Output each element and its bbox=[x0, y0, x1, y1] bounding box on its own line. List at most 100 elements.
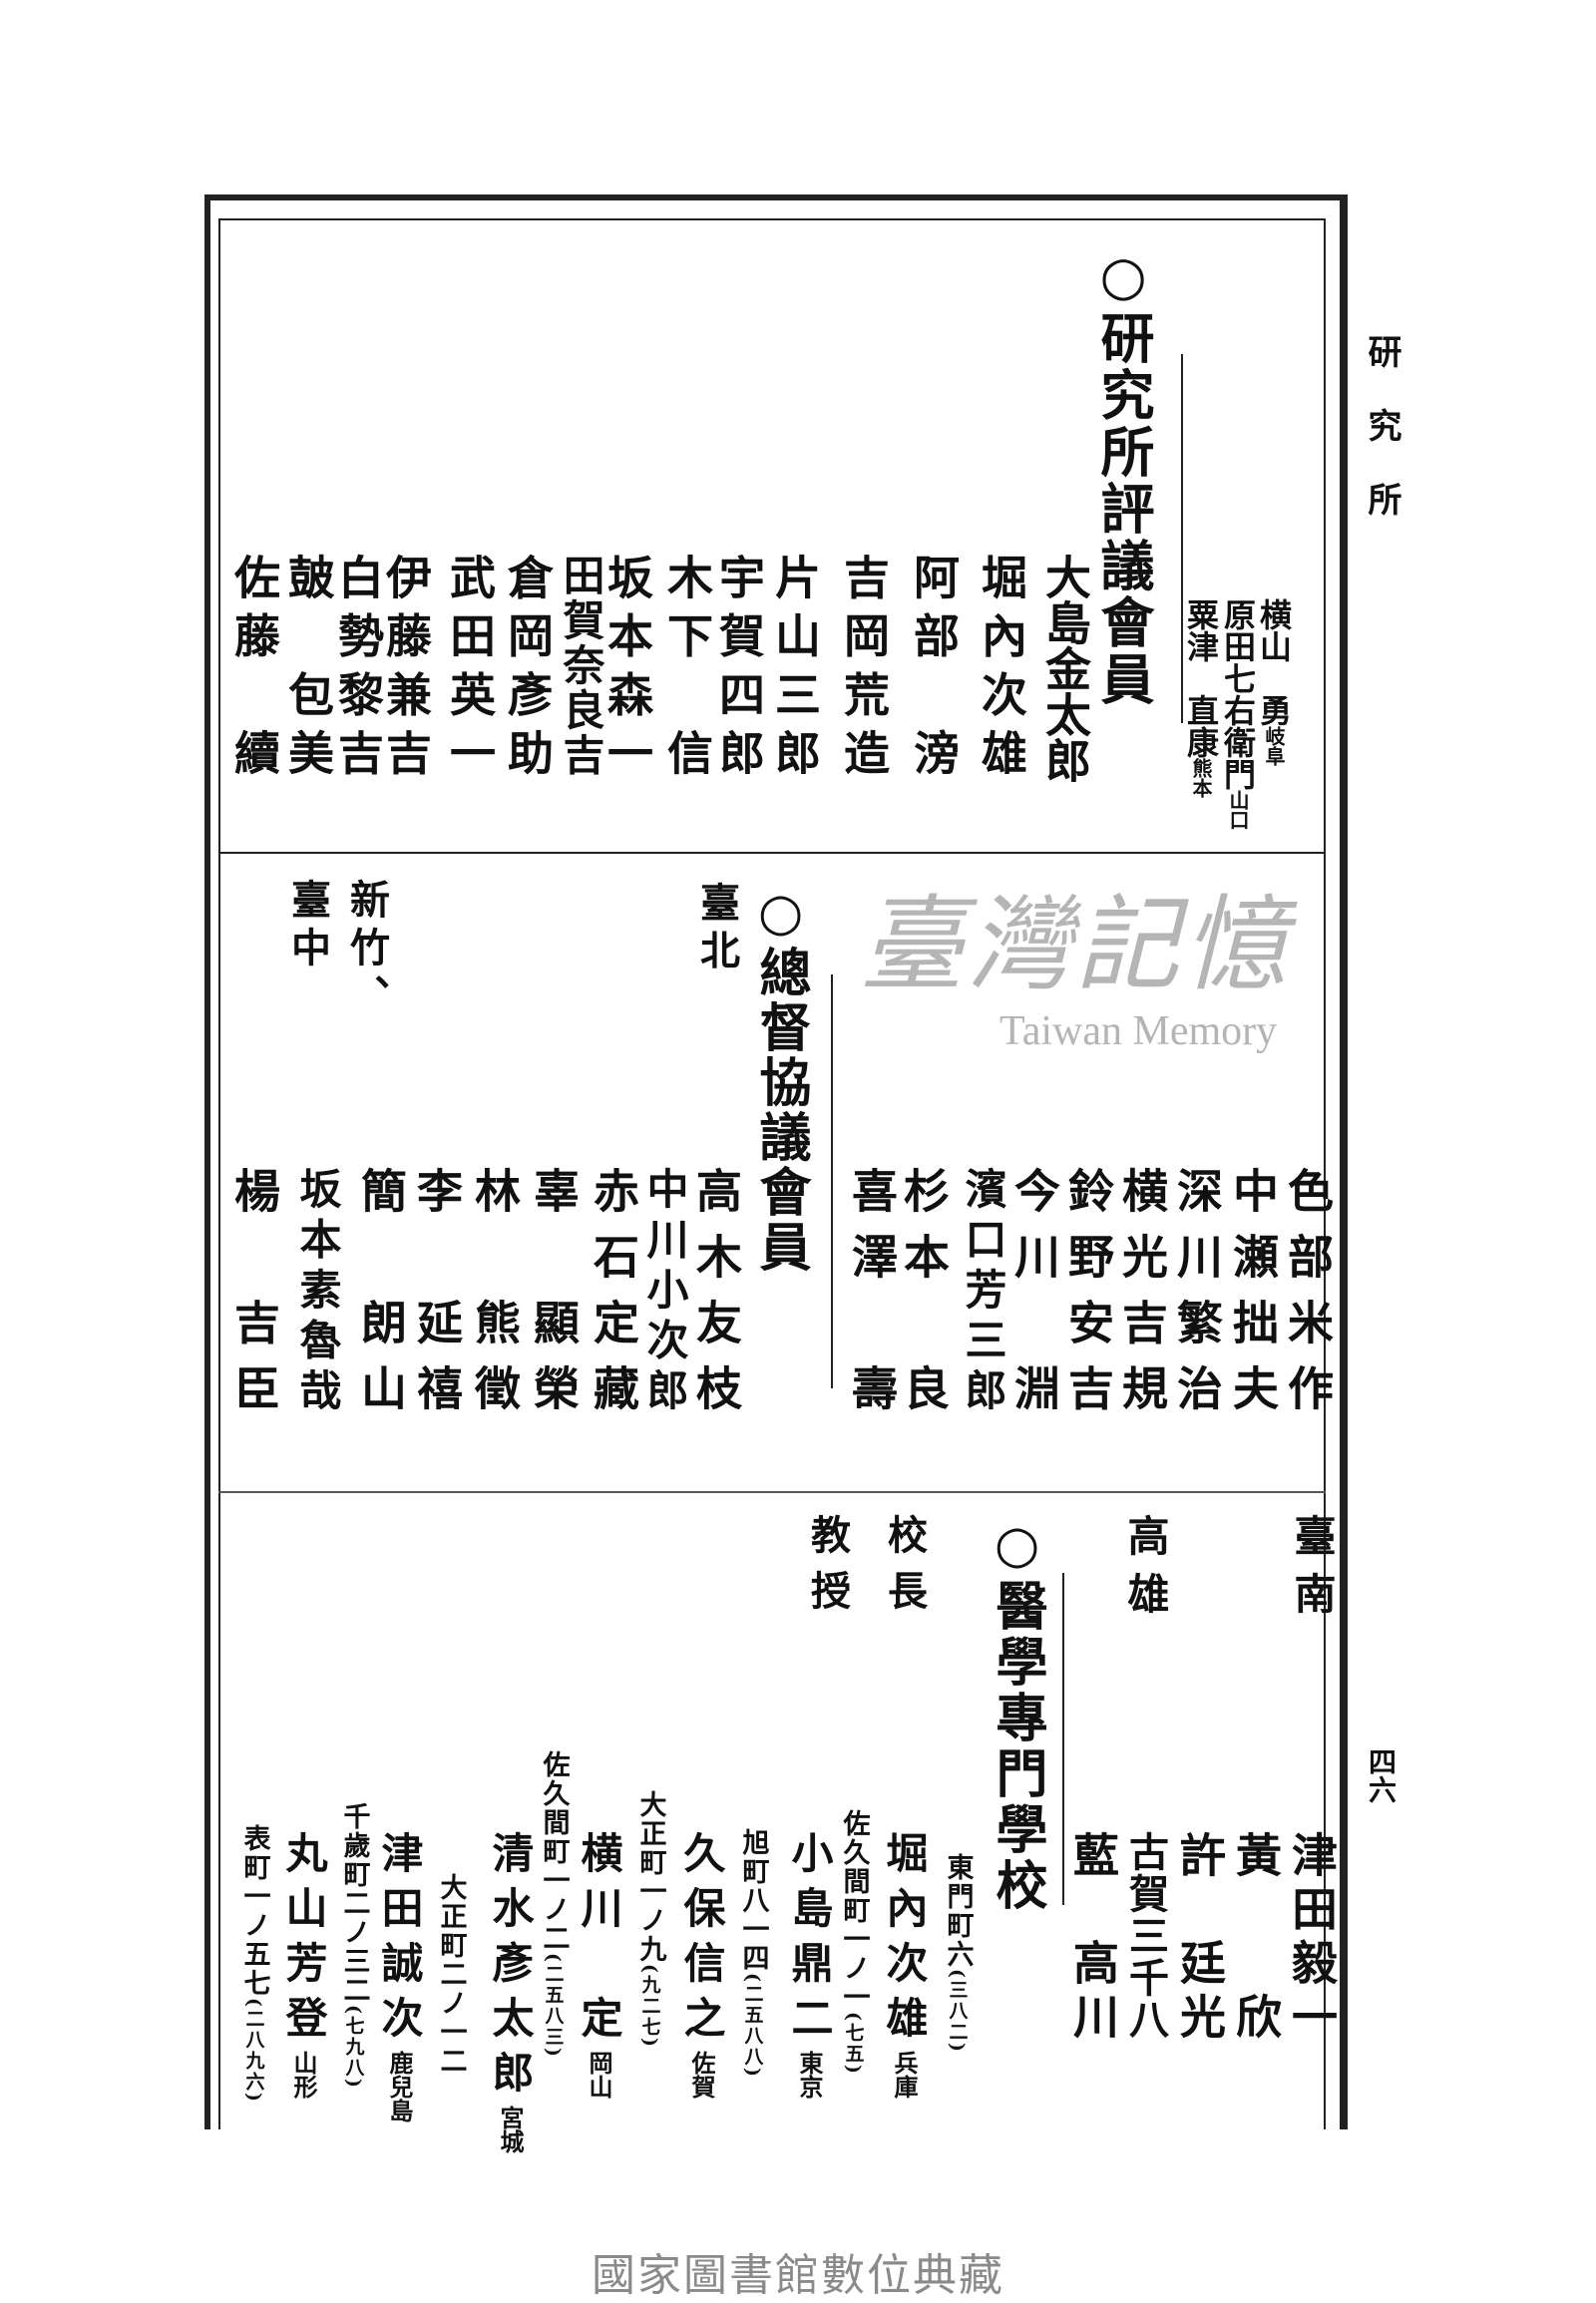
address-text: 大正町二ノ一二 bbox=[435, 1873, 467, 2076]
outer-border-right bbox=[1340, 194, 1348, 2129]
staff-prefecture: 佐賀 bbox=[687, 2051, 716, 2099]
council-member: 色部米作 bbox=[1281, 1167, 1335, 1410]
council-member: 吉岡荒造 bbox=[837, 554, 891, 775]
member-name: 横山 勇 bbox=[1255, 598, 1293, 726]
phone-number: (七九八) bbox=[342, 2005, 365, 2090]
address-text: 大正町一ノ九 bbox=[634, 1790, 666, 1964]
council-member: 白勢黎吉 bbox=[331, 554, 385, 775]
region-label: 高雄 bbox=[1121, 1514, 1170, 1630]
council-member: 武田英一 bbox=[443, 554, 497, 775]
phone-number: (二五八八) bbox=[741, 1973, 764, 2079]
council-member: 横光吉規 bbox=[1115, 1167, 1169, 1410]
council-member: 伊藤兼吉 bbox=[379, 554, 433, 775]
staff-name: 津田誠次鹿兒島 bbox=[375, 1831, 424, 2122]
outer-border-left bbox=[204, 194, 210, 2129]
title-rule bbox=[831, 974, 833, 1388]
staff-address: 佐久間町一ノ二(二五八三) bbox=[538, 1750, 570, 2059]
council-member: 津田毅一 bbox=[1285, 1831, 1339, 2039]
member-prefecture: 熊本 bbox=[1189, 758, 1213, 798]
extra-member: 粟津 直康熊本 bbox=[1182, 598, 1220, 798]
council-member: 簡 朗山 bbox=[354, 1167, 408, 1410]
staff-address: 表町一ノ五七(二八九六) bbox=[238, 1824, 270, 2104]
staff-name-text: 丸山芳登 bbox=[279, 1831, 328, 2051]
staff-name-text: 津田誠次 bbox=[375, 1831, 424, 2051]
extra-member: 横山 勇岐阜 bbox=[1255, 598, 1293, 766]
council-member: 今川 淵 bbox=[1007, 1167, 1061, 1410]
extra-member: 原田七右衛門山口 bbox=[1219, 598, 1257, 830]
staff-name-text: 堀內次雄 bbox=[880, 1831, 929, 2051]
council-member: 楊 吉臣 bbox=[227, 1167, 281, 1410]
address-text: 表町一ノ五七 bbox=[238, 1824, 270, 1998]
inner-border-right bbox=[1324, 218, 1326, 2129]
section-title: ○醫學專門學校 bbox=[987, 1514, 1047, 1914]
council-member: 坂本森一 bbox=[600, 554, 654, 775]
council-member: 藍 高川 bbox=[1066, 1831, 1120, 2039]
council-member: 濱口芳三郎 bbox=[959, 1167, 1007, 1410]
council-member: 喜澤 壽 bbox=[845, 1167, 899, 1410]
inner-border-left bbox=[218, 218, 220, 2129]
staff-prefecture: 東京 bbox=[795, 2051, 824, 2099]
section-title: ○總督協議會員 bbox=[750, 882, 811, 1275]
council-member: 鈴野安吉 bbox=[1061, 1167, 1115, 1410]
council-member: 許 廷光 bbox=[1173, 1831, 1227, 2039]
address-text: 旭町八一四 bbox=[737, 1828, 769, 1973]
staff-name: 丸山芳登山形 bbox=[279, 1831, 328, 2099]
council-member: 倉岡彥助 bbox=[501, 554, 555, 775]
council-member: 中瀬拙夫 bbox=[1226, 1167, 1280, 1410]
staff-address: 東門町六(三八二) bbox=[942, 1853, 974, 2054]
council-member: 坂本素魯哉 bbox=[293, 1167, 342, 1410]
role-label: 校長 bbox=[881, 1514, 928, 1626]
staff-prefecture: 岡山 bbox=[585, 2051, 613, 2099]
inner-border-top bbox=[218, 218, 1326, 220]
council-member: 堀內次雄 bbox=[975, 554, 1028, 775]
outer-border-top bbox=[204, 194, 1348, 200]
staff-prefecture: 兵庫 bbox=[890, 2051, 919, 2099]
address-text: 佐久間町一ノ一 bbox=[838, 1809, 870, 2012]
title-rule bbox=[1062, 1573, 1064, 1905]
watermark-logo: 臺灣記憶 Taiwan Memory bbox=[860, 893, 1314, 1062]
staff-name: 久保信之佐賀 bbox=[677, 1831, 726, 2099]
address-text: 佐久間町一ノ二 bbox=[538, 1750, 570, 1953]
staff-address: 大正町二ノ一二 bbox=[435, 1873, 467, 2076]
title-rule bbox=[1181, 354, 1183, 723]
staff-name: 堀內次雄兵庫 bbox=[880, 1831, 929, 2099]
staff-name: 小島鼎二東京 bbox=[785, 1831, 834, 2099]
staff-name-text: 小島鼎二 bbox=[785, 1831, 834, 2051]
staff-address: 千歲町二ノ三二(七九八) bbox=[339, 1802, 370, 2090]
phone-number: (二五八三) bbox=[542, 1953, 565, 2059]
staff-prefecture: 鹿兒島 bbox=[385, 2051, 414, 2122]
council-member: 辜 顯榮 bbox=[527, 1167, 581, 1410]
member-prefecture: 山口 bbox=[1226, 790, 1250, 830]
staff-address: 大正町一ノ九(九二七) bbox=[634, 1790, 666, 2049]
council-member: 片山三郎 bbox=[768, 554, 822, 775]
phone-number: (二八九六) bbox=[242, 1998, 265, 2104]
council-member: 杉本 良 bbox=[897, 1167, 951, 1410]
watermark-english: Taiwan Memory bbox=[999, 1008, 1278, 1054]
council-member: 深川繁治 bbox=[1170, 1167, 1224, 1410]
staff-prefecture: 山形 bbox=[289, 2051, 318, 2099]
member-prefecture: 岐阜 bbox=[1262, 726, 1286, 766]
council-member: 古賀三千八 bbox=[1122, 1831, 1169, 2039]
role-label: 教授 bbox=[804, 1514, 851, 1626]
staff-name-text: 久保信之 bbox=[677, 1831, 726, 2051]
council-member: 林 熊徵 bbox=[468, 1167, 522, 1410]
council-member: 黃 欣 bbox=[1229, 1831, 1283, 2039]
member-name: 粟津 直康 bbox=[1182, 598, 1220, 758]
region-label: 臺南 bbox=[1288, 1514, 1337, 1630]
council-member: 宇賀四郎 bbox=[712, 554, 766, 775]
council-member: 大島金太郎 bbox=[1038, 554, 1092, 783]
section-divider bbox=[218, 852, 1326, 854]
member-name: 原田七右衛門 bbox=[1219, 598, 1257, 790]
watermark-chinese: 臺灣記憶 bbox=[860, 884, 1292, 1005]
staff-address: 旭町八一四(二五八八) bbox=[737, 1828, 769, 2079]
council-member: 高木友枝 bbox=[689, 1167, 743, 1410]
phone-number: (九二七) bbox=[638, 1964, 661, 2049]
council-member: 田賀奈良吉 bbox=[557, 554, 605, 775]
council-member: 木下 信 bbox=[660, 554, 714, 775]
staff-address: 佐久間町一ノ一(七五) bbox=[838, 1809, 870, 2076]
section-title: ○研究所評議會員 bbox=[1091, 243, 1155, 708]
staff-name-text: 清水彥太郎 bbox=[486, 1831, 535, 2106]
page-number: 四六 bbox=[1365, 1747, 1397, 1803]
council-member: 李 延禧 bbox=[410, 1167, 464, 1410]
address-text: 東門町六 bbox=[942, 1853, 974, 1969]
